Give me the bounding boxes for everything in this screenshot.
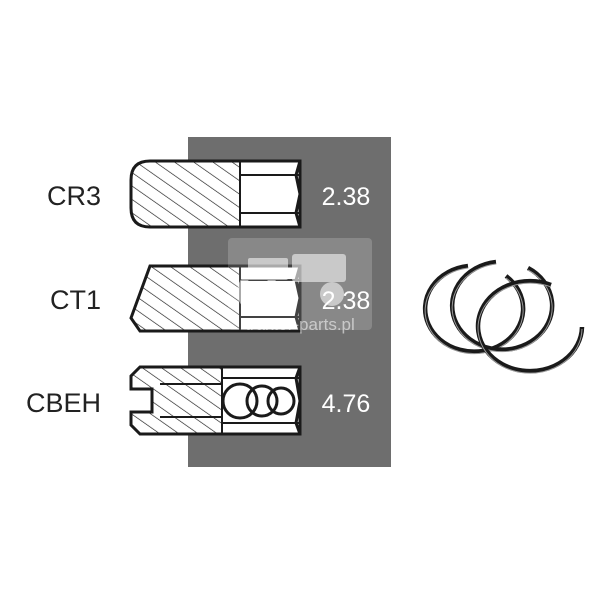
ring-code-label: CT1: [50, 285, 101, 315]
watermark: traktor-parts.pl: [228, 238, 372, 334]
piston-ring-icon: [422, 263, 526, 355]
ring-profile-cbeh: [129, 365, 302, 436]
piston-ring-set-image: [422, 259, 585, 374]
ring-dimension-value: 2.38: [322, 183, 371, 211]
ring-code-label: CR3: [47, 181, 101, 211]
piston-ring-icon: [475, 278, 585, 374]
watermark-text: traktor-parts.pl: [245, 315, 355, 334]
ring-dimension-value: 4.76: [322, 390, 371, 418]
ring-profile-cr3: [129, 159, 302, 229]
ring-dimension-value: 2.38: [322, 287, 371, 315]
ring-code-label: CBEH: [26, 388, 101, 418]
tractor-logo-icon: [237, 254, 346, 313]
piston-ring-icon: [449, 259, 555, 353]
